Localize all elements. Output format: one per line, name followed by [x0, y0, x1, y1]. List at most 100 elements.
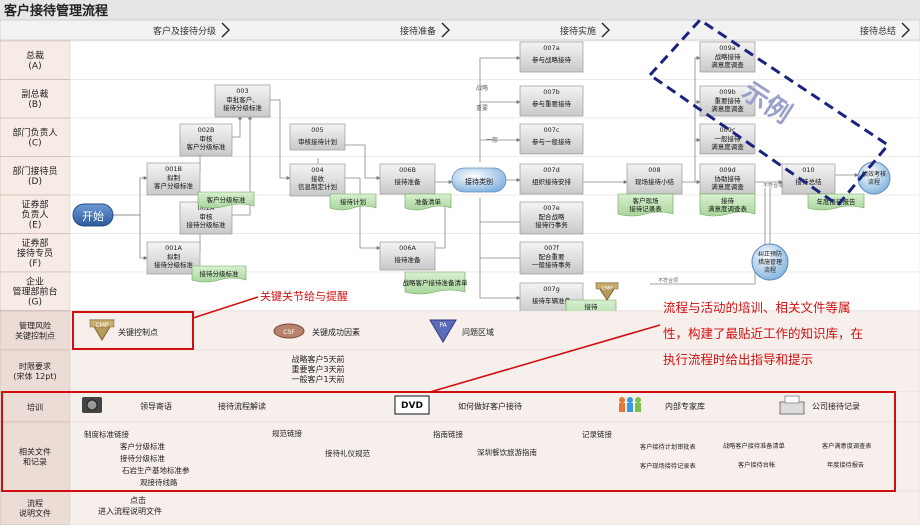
training-item[interactable]: 如何做好客户接待	[458, 401, 522, 411]
side-node-corrective[interactable]: 纠正预防措施管理流程	[751, 243, 789, 281]
time-row-label: 时限要求(宋体 12pt)	[13, 361, 56, 381]
chevron-right-icon	[221, 22, 230, 38]
badge-text: CMP	[96, 322, 109, 329]
process-doc-row-label: 流程说明文件	[19, 498, 51, 518]
decision-label: 接待类别	[465, 177, 493, 186]
node-code: 007d	[543, 166, 560, 174]
legend-row-body	[69, 310, 920, 351]
process-doc-link[interactable]: 进入流程说明文件	[98, 506, 162, 516]
related-link[interactable]: 接待礼仪规范	[325, 448, 370, 458]
phase-label: 接待实施	[560, 25, 596, 37]
related-link[interactable]: 客户现场接待记录表	[640, 462, 696, 470]
phase-label: 接待准备	[400, 25, 436, 37]
document-d6[interactable]: 客户现场接待记录表	[617, 193, 674, 217]
related-link[interactable]: 记录链接	[582, 429, 612, 439]
node-code: 009c	[720, 126, 736, 134]
node-text: 参与一般接待	[532, 137, 572, 146]
printer-icon[interactable]	[779, 395, 805, 415]
knowledge-callout: 流程与活动的培训、相关文件等属性，构建了最贴近工作的知识库，在执行流程时给出指导…	[663, 300, 863, 367]
dvd-icon[interactable]: DVD	[394, 395, 430, 415]
end-node-performance[interactable]: 绩效考核流程	[857, 161, 891, 195]
training-item[interactable]: 领导寄语	[140, 401, 172, 411]
time-row-header	[0, 349, 71, 393]
lane-label-F: 证券部接待专员(F)	[17, 237, 53, 269]
node-text: 组织接待安排	[532, 177, 572, 186]
lane-body-B	[69, 79, 920, 119]
related-link[interactable]: 石岩生产基地标准参	[122, 465, 190, 475]
time-requirement: 一般客户1天前	[291, 374, 344, 384]
document-label: 接待计划	[340, 197, 366, 206]
related-link[interactable]: 接待分级标准	[120, 453, 165, 463]
document-label: 接待满意度调查表	[708, 196, 748, 213]
document-d2[interactable]: 接待分级标准	[191, 265, 247, 283]
time-row-body	[69, 349, 920, 393]
document-label: 客户现场接待记录表	[629, 196, 662, 213]
related-link[interactable]: 深圳餐饮旅游指南	[477, 447, 537, 457]
start-button[interactable]: 开始	[72, 203, 114, 227]
related-row-body	[69, 421, 920, 492]
training-item[interactable]: 接待流程解读	[218, 401, 266, 411]
related-link[interactable]: 客户满意度调查表	[822, 442, 872, 450]
related-link[interactable]: 客户接待计划审批表	[640, 443, 696, 451]
chevron-right-icon	[601, 22, 610, 38]
node-text: 协助接待满意度调查	[711, 174, 744, 191]
training-item[interactable]: 内部专家库	[665, 401, 705, 411]
node-code: 009d	[719, 166, 736, 174]
process-node-007d[interactable]: 007d 组织接待安排	[519, 163, 584, 195]
node-text: 战略接待满意度调查	[711, 52, 744, 69]
document-label: 战略客户接待准备清单	[403, 278, 469, 287]
lane-header-F	[0, 233, 71, 273]
time-requirement: 战略客户5天前	[291, 354, 344, 364]
document-d3[interactable]: 接待计划	[329, 193, 377, 211]
related-link[interactable]: 战略客户接待准备清单	[723, 442, 785, 450]
node-code: 006B	[399, 166, 416, 174]
lane-header-C	[0, 117, 71, 157]
chevron-right-icon	[441, 22, 450, 38]
lane-label-B: 副总裁(B)	[21, 88, 48, 110]
document-d5[interactable]: 战略客户接待准备清单	[403, 271, 469, 295]
related-link[interactable]: 观接待线路	[140, 477, 178, 487]
start-label: 开始	[82, 209, 104, 223]
related-link[interactable]: 年度接待报告	[827, 461, 864, 469]
decision-diamond[interactable]: 接待类别	[451, 167, 507, 193]
inconform-label: 不符合项	[658, 277, 678, 284]
film-icon[interactable]	[82, 397, 102, 413]
legend-label: 关键控制点	[118, 327, 158, 337]
node-text: 拟制接待分级标准	[154, 252, 194, 269]
document-d8[interactable]: 年度接待报告	[807, 193, 865, 211]
people-icon[interactable]	[619, 397, 641, 412]
related-link[interactable]: 规范链接	[272, 428, 302, 438]
related-link[interactable]: 客户接待台帐	[738, 461, 775, 469]
related-link[interactable]: 客户分级标准	[120, 441, 165, 451]
node-text: 重要接待满意度调查	[711, 96, 744, 113]
related-link[interactable]: 指南链接	[433, 429, 463, 439]
document-d1[interactable]: 客户分级标准	[197, 191, 255, 209]
document-d4[interactable]: 准备清单	[404, 193, 452, 211]
training-item[interactable]: 公司接待记录	[812, 401, 860, 411]
phase-label: 接待总结	[860, 25, 896, 37]
document-d7[interactable]: 接待满意度调查表	[699, 193, 756, 217]
node-text: 接收信息制定计划	[298, 174, 337, 191]
branch-label: 战略	[476, 84, 488, 92]
related-link[interactable]: 制度标准链接	[84, 429, 129, 439]
process-doc-link[interactable]: 点击	[130, 495, 146, 505]
